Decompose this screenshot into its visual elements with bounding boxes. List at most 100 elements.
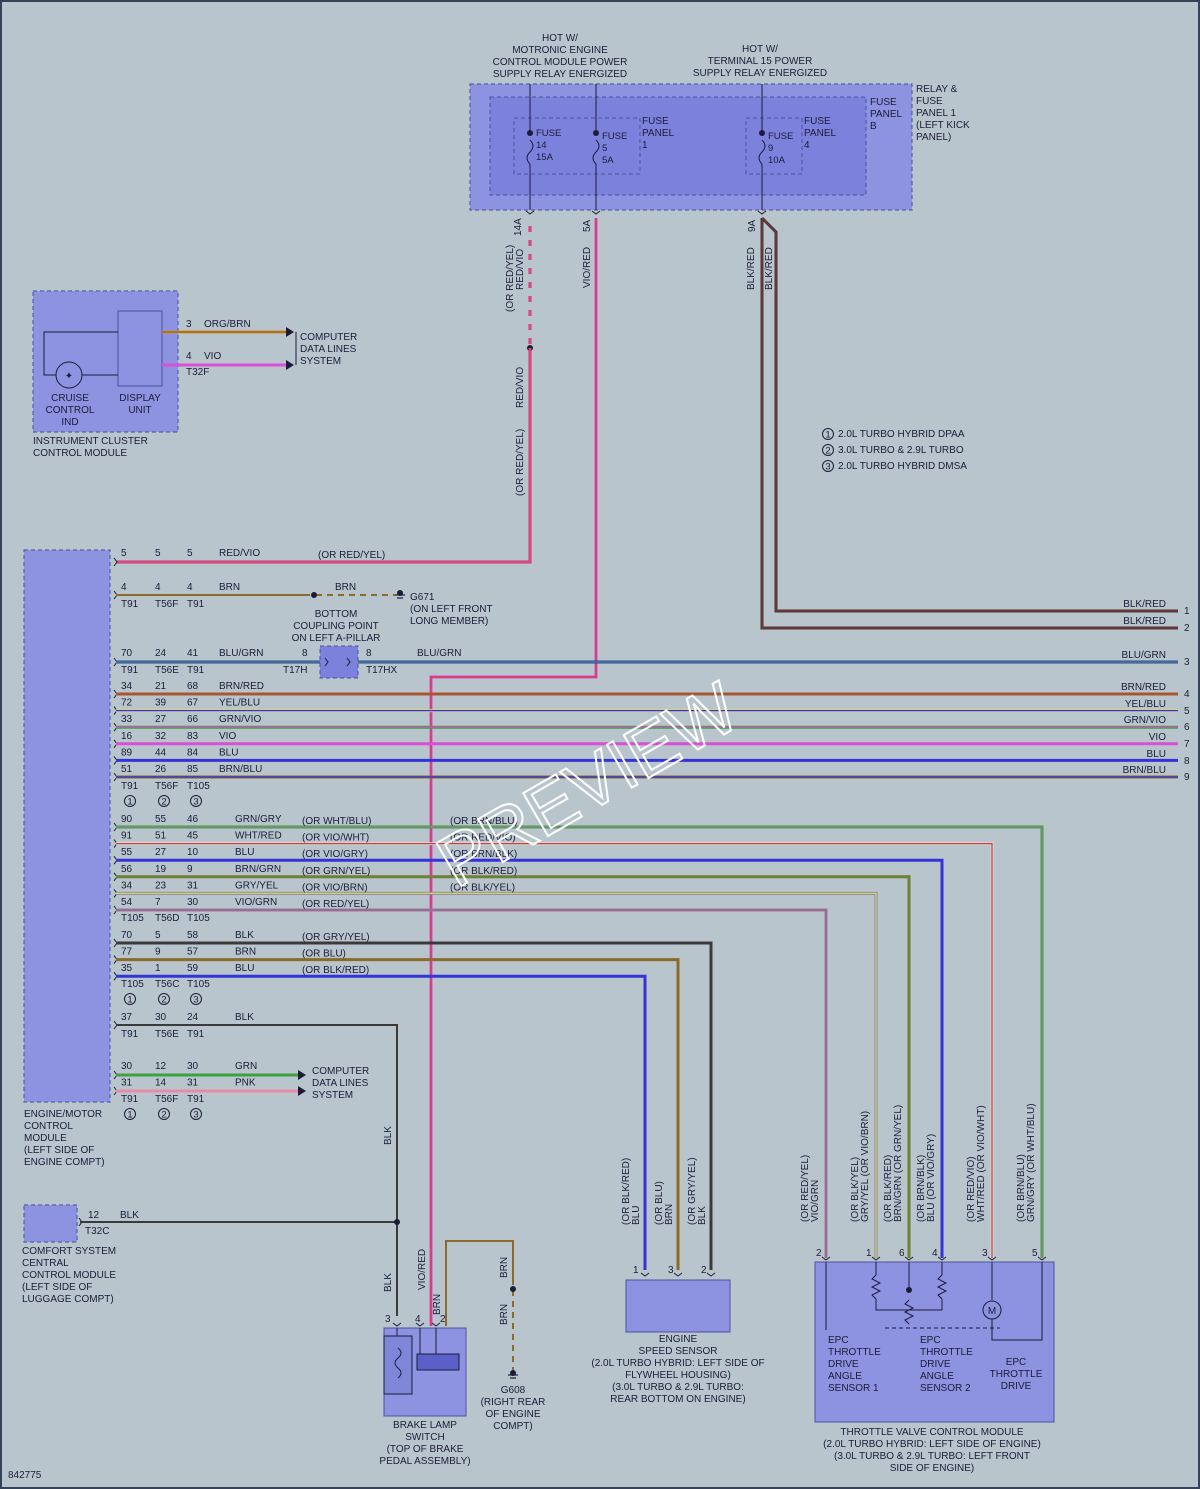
- coupling-conn-b: T17HX: [366, 665, 397, 676]
- lamp-glyph-icon: ✦: [65, 371, 73, 382]
- relay-panel-label: PANEL 1: [916, 108, 956, 119]
- ecm-label: MODULE: [24, 1133, 67, 1144]
- brake-switch-label: BRAKE LAMP: [393, 1420, 457, 1431]
- brake-blk-label: BLK: [383, 1126, 394, 1145]
- ecm-row5-pin: 5: [121, 548, 127, 559]
- resistor-icon: [870, 1274, 882, 1300]
- comfort-module-label: COMFORT SYSTEM: [22, 1246, 116, 1257]
- ecm-row37-pin: 30: [155, 1012, 167, 1023]
- fuse-14-label: FUSE: [536, 128, 561, 139]
- brake-coil-box: [383, 1335, 413, 1395]
- ecm-g3-pin: 9: [155, 947, 161, 958]
- throttle-module-box: [814, 1261, 1055, 1423]
- throttle-pin-6: 6: [899, 1248, 905, 1259]
- ecm-g2-alt2: (OR BRN/BLU): [450, 816, 518, 827]
- right-wire-label: BLK/RED: [1123, 616, 1166, 627]
- pin-14a: 14A: [513, 218, 524, 236]
- hot-label-motronic: SUPPLY RELAY ENERGIZED: [493, 69, 627, 80]
- ecm-g4-circle: [190, 1108, 202, 1120]
- ecm-g2-pin: 51: [155, 831, 167, 842]
- throttle-pin-1: 1: [866, 1248, 872, 1259]
- throttle-wire-alt: (OR BRN/BLK): [916, 1155, 927, 1222]
- fuse-9-label: FUSE: [768, 131, 793, 142]
- fuse-14-label: 15A: [536, 152, 554, 163]
- legend-text-3: 2.0L TURBO HYBRID DMSA: [838, 461, 967, 472]
- ecm-row4-pin: 4: [187, 582, 193, 593]
- right-pin-number: 3: [1184, 657, 1190, 668]
- ecm-row37-conn: T91: [187, 1029, 205, 1040]
- hot-label-motronic: CONTROL MODULE POWER: [493, 57, 628, 68]
- right-wire-label: BRN/BLU: [1123, 765, 1166, 776]
- wire-speed-sensor-stripe: [116, 958, 679, 1270]
- right-pin-number: 7: [1184, 739, 1190, 750]
- ecm-g1-pin: 33: [121, 714, 133, 725]
- legend-circle-2: [822, 444, 834, 456]
- ecm-g3-alt: (OR GRY/YEL): [302, 932, 370, 943]
- ecm-g2-conn: T105: [121, 913, 144, 924]
- legend-circle-2-label: 2: [825, 446, 830, 457]
- fuse-panel-1-box: [513, 117, 641, 175]
- throttle-sensor1-label: EPC: [828, 1335, 849, 1346]
- g608-label: OF ENGINE: [485, 1409, 540, 1420]
- ecm-row5-pin: 5: [187, 548, 193, 559]
- ecm-g1-wire: YEL/BLU: [219, 698, 260, 709]
- speed-sensor-label: (2.0L TURBO HYBRID: LEFT SIDE OF: [591, 1358, 764, 1369]
- ecm-g3-circle-label: 3: [193, 995, 198, 1006]
- ecm-row5-wire: RED/VIO: [219, 548, 260, 559]
- fuse-5-label: 5: [602, 143, 607, 154]
- ecm-g2-pin: 46: [187, 814, 199, 825]
- ecm-g2-wire: BRN/GRN: [235, 864, 281, 875]
- wire-14a-alt: (OR RED/YEL): [505, 245, 516, 312]
- wire-14a-label: RED/VIO: [515, 249, 526, 290]
- fuse-panel-4-label: FUSE: [804, 116, 831, 127]
- cluster-wire-4: VIO: [204, 351, 221, 362]
- throttle-pin-icon: [904, 1256, 914, 1261]
- ecm-g3-pin: 58: [187, 930, 199, 941]
- right-pin-number: 9: [1184, 772, 1190, 783]
- ecm-label: (LEFT SIDE OF: [24, 1145, 94, 1156]
- display-unit-box: [117, 310, 163, 387]
- throttle-internal: [875, 1299, 909, 1311]
- legend-text-1: 2.0L TURBO HYBRID DPAA: [838, 429, 965, 440]
- ecm-g2-pin: 27: [155, 847, 167, 858]
- wire-9a-1-stripe: [761, 218, 1178, 629]
- ecm-g3-wire: BLK: [235, 930, 254, 941]
- comfort-module-box: [23, 1204, 78, 1243]
- right-wire-label: BRN/RED: [1121, 682, 1166, 693]
- ecm-g1-pin: 83: [187, 731, 199, 742]
- pin-5a-icon: [591, 210, 601, 215]
- ecm-g1-wire: BRN/RED: [219, 681, 264, 692]
- instrument-cluster-label: CONTROL MODULE: [33, 448, 127, 459]
- ecm-g2-wire: GRN/GRY: [235, 814, 282, 825]
- ecm-row4-conn: T91: [187, 599, 205, 610]
- ecm-row70-pin: 70: [121, 648, 133, 659]
- ecm-g1-pin: 67: [187, 698, 199, 709]
- fuse-5-label: FUSE: [602, 131, 627, 142]
- right-pin-number: 2: [1184, 623, 1190, 634]
- ecm-g3-wire: BLU: [235, 963, 254, 974]
- ecm-g1-pin: 66: [187, 714, 199, 725]
- ecm-g2-pin: 90: [121, 814, 133, 825]
- connector-chevron-icon: [113, 557, 118, 567]
- legend-circle-1-label: 1: [825, 430, 830, 441]
- wire-brn-brake: [445, 1240, 514, 1326]
- throttle-drive-label: THROTTLE: [990, 1369, 1043, 1380]
- ecm-row37-pin: 24: [187, 1012, 199, 1023]
- ecm-g1-pin: 85: [187, 764, 199, 775]
- computer-data-lines-label-2: SYSTEM: [312, 1090, 353, 1101]
- wire-speed-sensor-stripe: [116, 975, 646, 1270]
- ecm-g4-circle-label: 2: [161, 1110, 166, 1121]
- speed-pin-1: 1: [633, 1265, 639, 1276]
- fuse-9-icon: [758, 139, 766, 165]
- coil-icon: [394, 1347, 402, 1379]
- speed-sensor-label: ENGINE: [659, 1334, 698, 1345]
- wire-14a-label2: RED/VIO: [515, 367, 526, 408]
- ecm-g3-conn: T105: [187, 979, 210, 990]
- coupling-conn-a: T17H: [283, 665, 307, 676]
- ecm-g2-pin: 9: [187, 864, 193, 875]
- throttle-sensor2-label: DRIVE: [920, 1359, 951, 1370]
- throttle-module-label: (3.0L TURBO & 2.9L TURBO: LEFT FRONT: [834, 1451, 1030, 1462]
- ecm-g3-circle: [158, 993, 170, 1005]
- ecm-row5-pin: 5: [155, 548, 161, 559]
- connector-chevron-icon: [392, 1322, 402, 1327]
